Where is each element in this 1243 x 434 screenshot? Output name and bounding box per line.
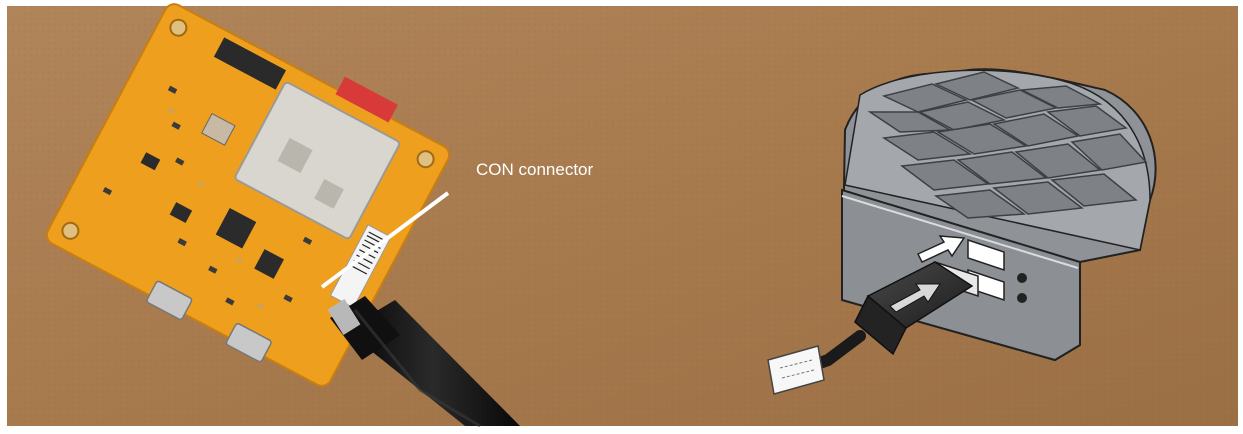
con-connector-label: CON connector	[476, 160, 593, 180]
